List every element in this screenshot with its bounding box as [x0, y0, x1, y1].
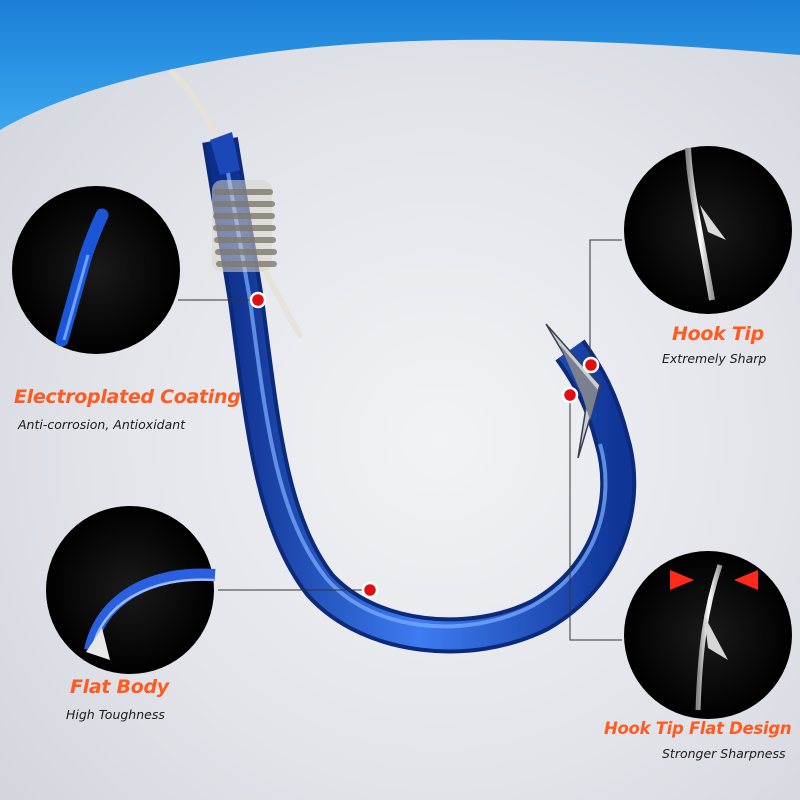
callout-connectors [178, 239, 622, 641]
feature-title: Electroplated Coating [14, 386, 241, 408]
feature-title: Hook Tip [672, 323, 764, 345]
callout-electroplated [12, 186, 180, 354]
line-wraps [212, 180, 277, 272]
feature-title: Hook Tip Flat Design [604, 719, 792, 738]
feature-markers [249, 291, 600, 599]
feature-subtitle: Stronger Sharpness [662, 746, 786, 761]
feature-subtitle: Extremely Sharp [662, 351, 767, 366]
callout-flat-design [624, 551, 792, 719]
header-band [0, 0, 800, 130]
hook-body [202, 132, 637, 654]
feature-subtitle: Anti-corrosion, Antioxidant [18, 417, 186, 432]
arrow-left-icon [734, 570, 758, 590]
callout-hook-tip [624, 146, 792, 314]
feature-title: Flat Body [70, 676, 169, 698]
arrow-right-icon [670, 570, 694, 590]
feature-subtitle: High Toughness [66, 707, 165, 722]
callout-flat-body [46, 506, 216, 674]
